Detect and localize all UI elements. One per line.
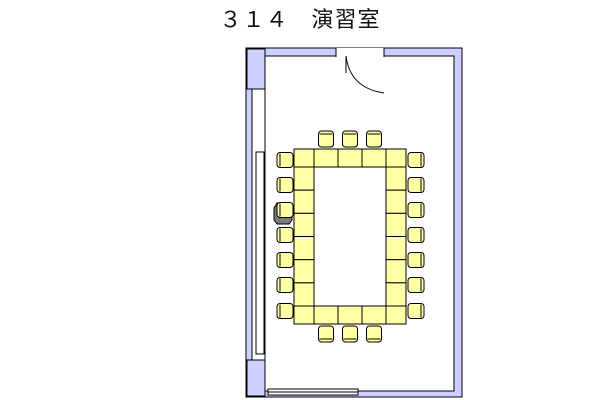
chair (407, 177, 425, 193)
table-right (385, 259, 407, 284)
chair (407, 277, 425, 293)
table-corner (293, 305, 315, 325)
door-opening (336, 48, 384, 57)
chair (407, 227, 425, 243)
table-right (385, 189, 407, 214)
table-right (385, 282, 407, 307)
chair (366, 325, 382, 343)
chairs (276, 130, 425, 343)
table-bottom (337, 305, 363, 325)
door (335, 48, 385, 94)
table-left (293, 236, 315, 261)
table-left (293, 259, 315, 284)
whiteboard (255, 151, 265, 355)
table-left (293, 166, 315, 191)
chair (342, 130, 358, 148)
chair (276, 252, 294, 268)
chair (276, 152, 294, 168)
table-top (361, 148, 387, 168)
room-walls (245, 47, 463, 398)
chair (276, 277, 294, 293)
chair (407, 152, 425, 168)
pillar-bottom-left (246, 359, 266, 397)
chair (318, 130, 334, 148)
chair (276, 177, 294, 193)
room-title: ３１４ 演習室 (219, 8, 381, 33)
table-top (337, 148, 363, 168)
table-corner (385, 148, 407, 168)
table-bottom (313, 305, 339, 325)
table-bottom (361, 305, 387, 325)
table-top (313, 148, 339, 168)
chair (407, 303, 425, 319)
chair (276, 303, 294, 319)
table-left (293, 212, 315, 237)
tables (293, 148, 407, 325)
table-right (385, 236, 407, 261)
chair (276, 202, 294, 218)
chair (276, 227, 294, 243)
chair (407, 252, 425, 268)
table-corner (385, 305, 407, 325)
chair (366, 130, 382, 148)
chair (407, 202, 425, 218)
chair (342, 325, 358, 343)
table-right (385, 166, 407, 191)
chair (318, 325, 334, 343)
door-swing-arc (345, 55, 385, 94)
pillar-top-left (246, 48, 266, 90)
table-right (385, 212, 407, 237)
table-left (293, 282, 315, 307)
table-corner (293, 148, 315, 168)
bottom-opening (267, 388, 359, 396)
table-left (293, 189, 315, 214)
